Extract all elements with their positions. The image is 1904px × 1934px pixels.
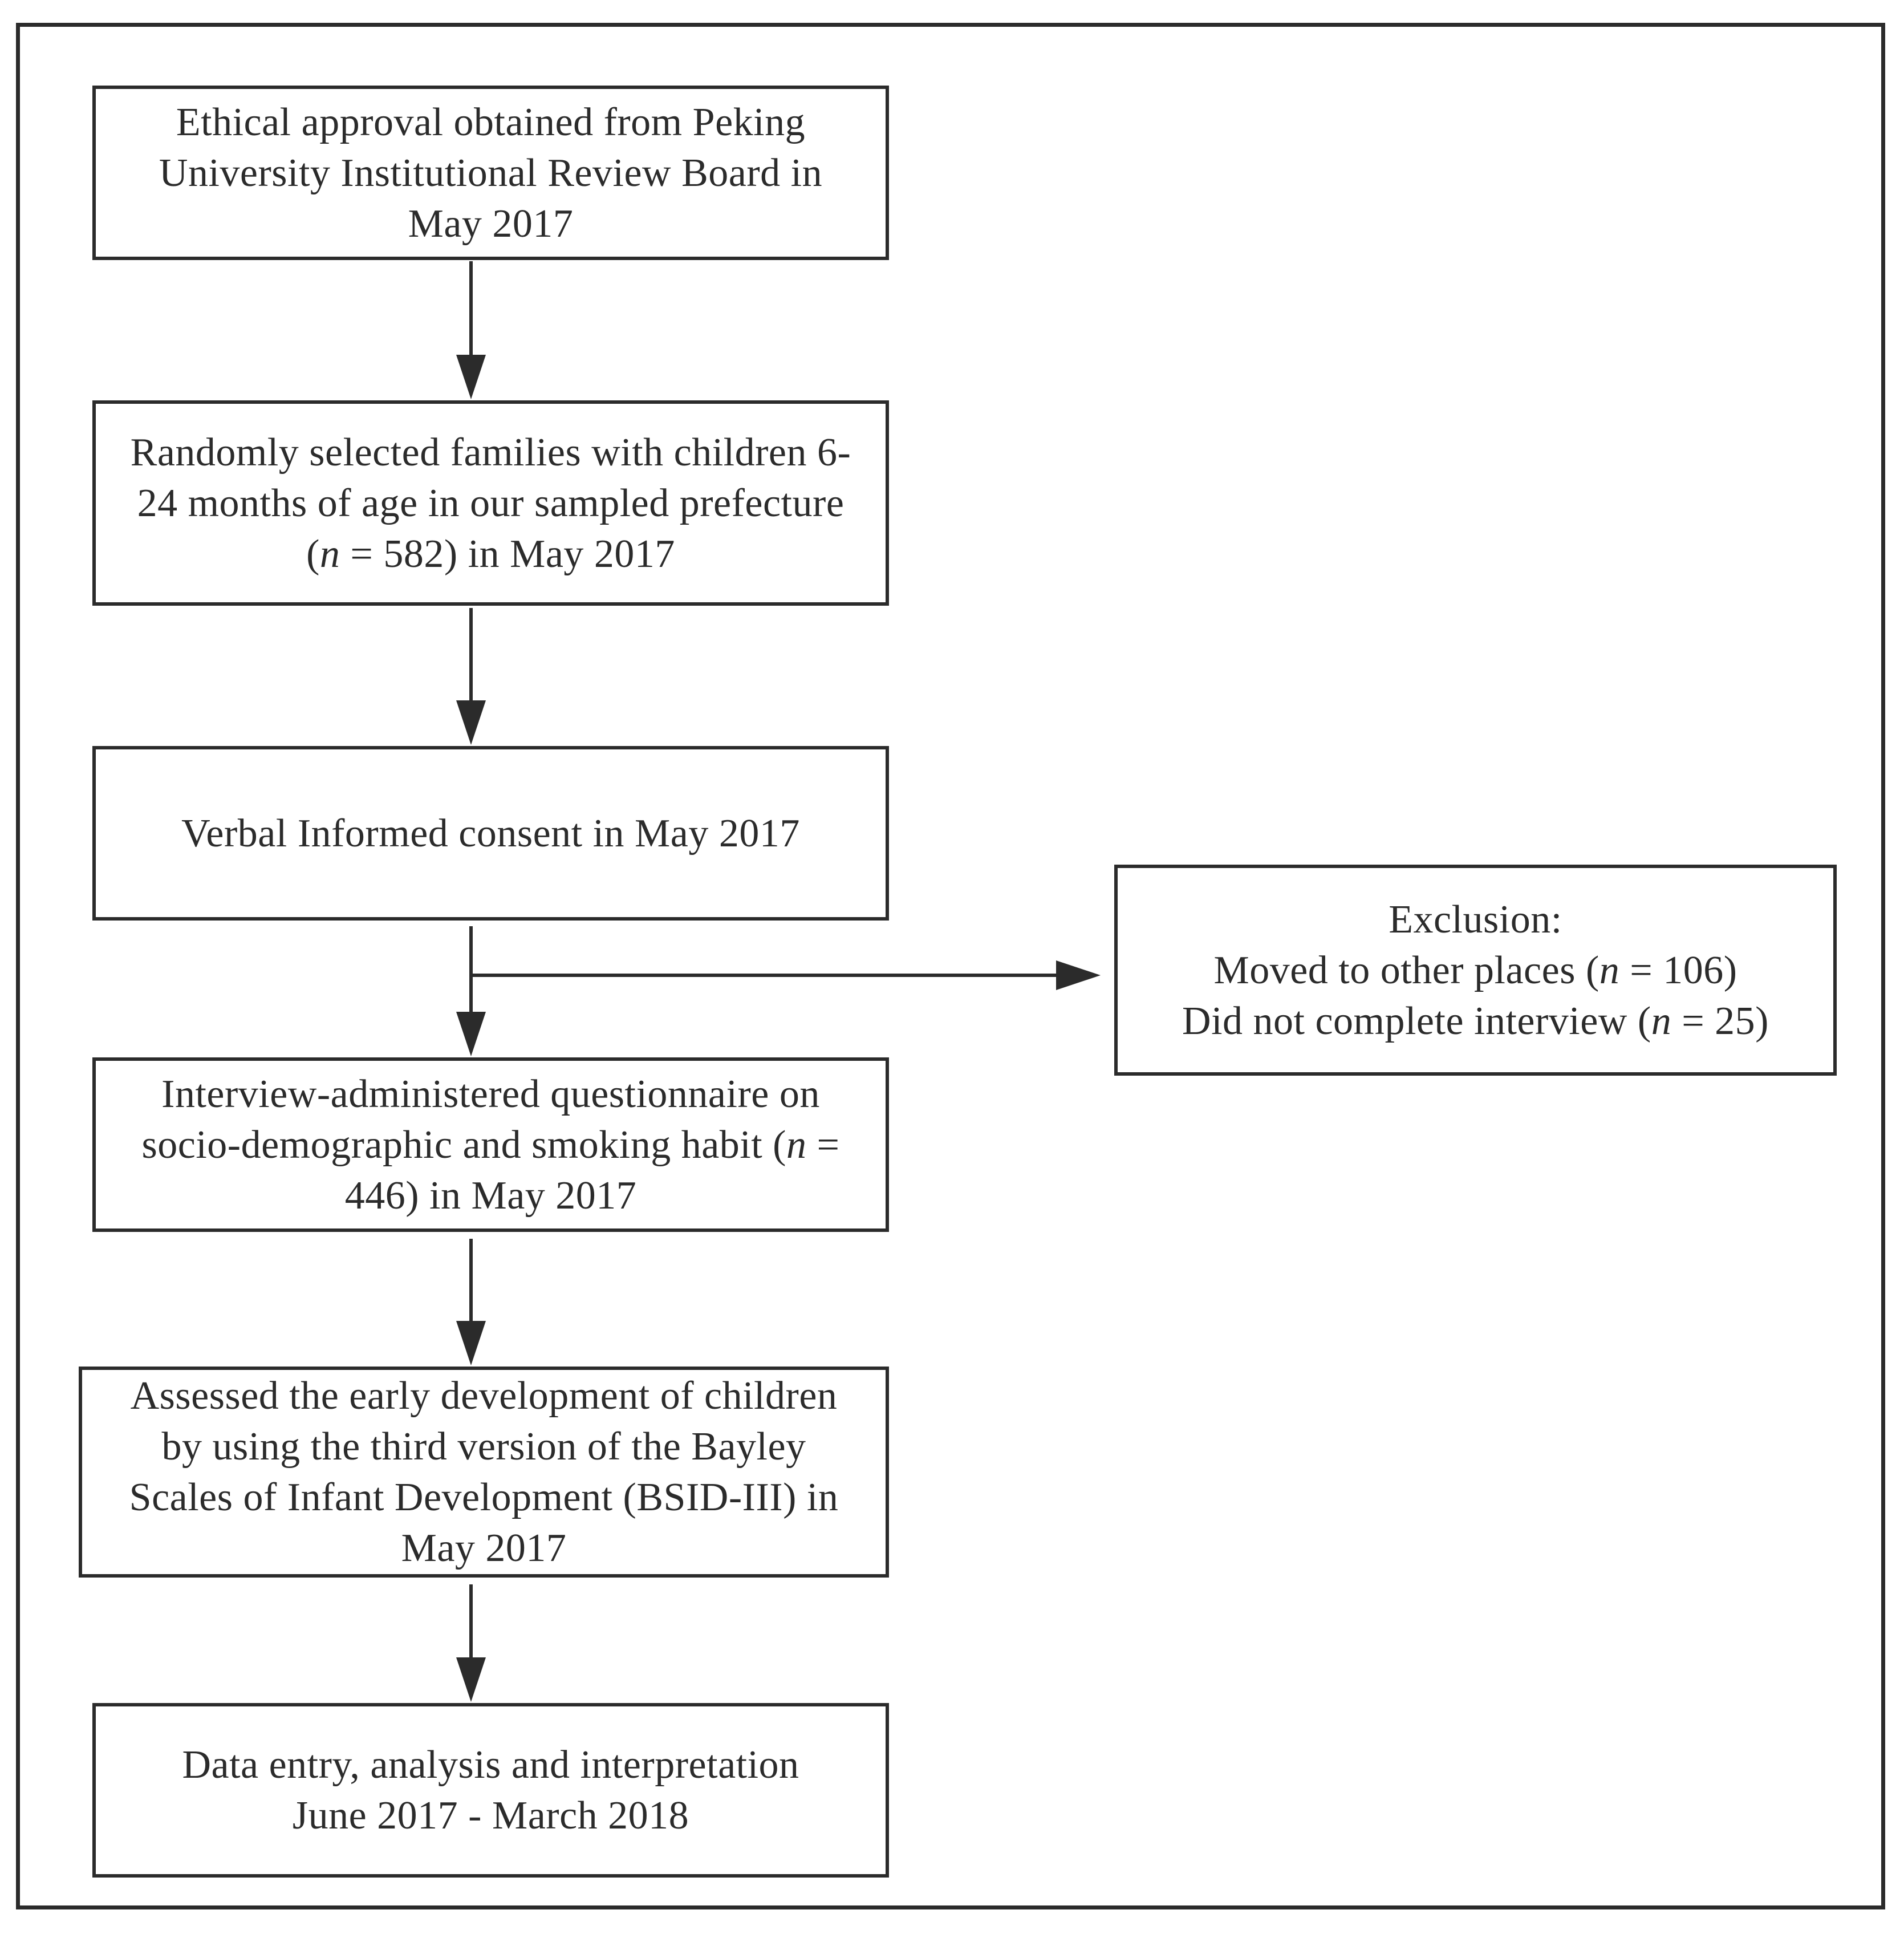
assessment-line-3: Scales of Infant Development (BSID-III) … (129, 1475, 839, 1519)
ethics-line-2: University Institutional Review Board in (159, 151, 823, 195)
selection-line-1: Randomly selected families with children… (130, 430, 851, 475)
questionnaire-line-2: socio-demographic and smoking habit (n = (141, 1122, 840, 1167)
ethics-line-1: Ethical approval obtained from Peking (176, 100, 806, 144)
exclusion-line-2: Moved to other places (n = 106) (1213, 948, 1737, 992)
family-selection-box: Randomly selected families with children… (92, 400, 889, 606)
exclusion-box: Exclusion: Moved to other places (n = 10… (1114, 865, 1837, 1076)
selection-line-3: (n = 582) in May 2017 (306, 532, 675, 576)
analysis-line-1: Data entry, analysis and interpretation (182, 1743, 799, 1787)
ethics-line-3: May 2017 (408, 201, 574, 246)
exclusion-line-1: Exclusion: (1389, 897, 1562, 942)
informed-consent-box: Verbal Informed consent in May 2017 (92, 746, 889, 921)
questionnaire-line-1: Interview-administered questionnaire on (161, 1072, 820, 1116)
bayley-assessment-box: Assessed the early development of childr… (79, 1367, 889, 1578)
data-analysis-box: Data entry, analysis and interpretation … (92, 1703, 889, 1878)
questionnaire-box: Interview-administered questionnaire on … (92, 1057, 889, 1232)
figure-frame (16, 23, 1885, 1909)
assessment-line-2: by using the third version of the Bayley (161, 1425, 806, 1469)
assessment-line-1: Assessed the early development of childr… (130, 1374, 838, 1418)
exclusion-line-3: Did not complete interview (n = 25) (1182, 999, 1769, 1043)
questionnaire-line-3: 446) in May 2017 (344, 1173, 637, 1218)
consent-line-1: Verbal Informed consent in May 2017 (181, 811, 800, 855)
assessment-line-4: May 2017 (401, 1526, 567, 1570)
analysis-line-2: June 2017 - March 2018 (292, 1794, 689, 1838)
ethics-approval-box: Ethical approval obtained from Peking Un… (92, 86, 889, 260)
selection-line-2: 24 months of age in our sampled prefectu… (137, 481, 845, 525)
